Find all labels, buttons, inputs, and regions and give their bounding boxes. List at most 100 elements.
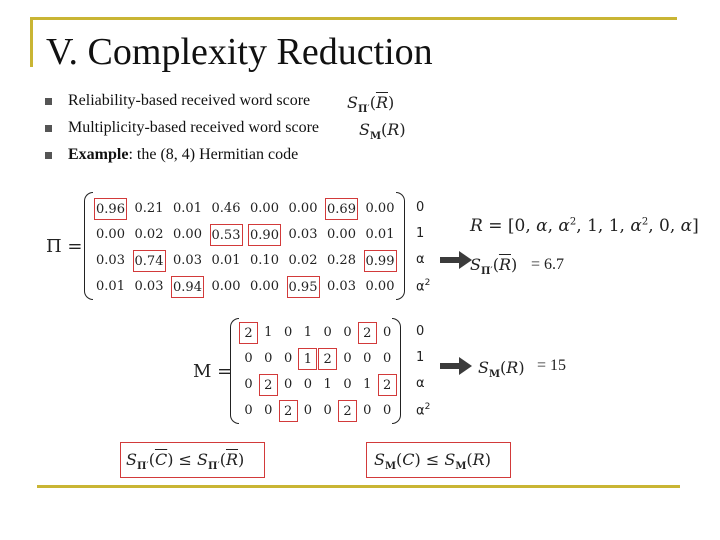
matrix-cell-highlighted: 2 (239, 322, 258, 344)
matrix-cell: 0.03 (327, 279, 356, 294)
matrix-cell-highlighted: 0.96 (94, 198, 127, 220)
bullet-marker (45, 152, 52, 159)
frame-top-line (30, 17, 677, 20)
matrix-cell: 0.00 (96, 227, 125, 242)
pi-right-bracket (396, 192, 405, 300)
row-label: 0 (416, 200, 425, 215)
m-left-bracket (230, 318, 239, 424)
inequality-right: SM(C) ≤ SM(R) (374, 450, 491, 473)
matrix-cell: 0 (343, 377, 352, 392)
bullet-marker (45, 125, 52, 132)
matrix-cell-highlighted: 2 (258, 374, 278, 396)
matrix-cell: 0 (323, 325, 332, 340)
row-label: 1 (416, 350, 425, 365)
inequality-left: SΠ′(C) ≤ SΠ′(R) (126, 450, 245, 473)
pi-score-value: = 6.7 (531, 256, 565, 273)
matrix-cell-highlighted: 2 (338, 400, 357, 422)
arrow-body (440, 257, 460, 263)
matrix-cell: 1 (323, 377, 332, 392)
row-label: 1 (416, 226, 425, 241)
matrix-cell: 0.02 (288, 253, 318, 268)
row-label: α (416, 376, 425, 391)
matrix-cell-highlighted: 0.90 (248, 224, 281, 246)
bullet-2-math: SM(R) (359, 120, 406, 143)
bullet-2-text: Multiplicity-based received word score (68, 119, 320, 136)
matrix-cell: 0.01 (173, 201, 202, 216)
matrix-cell: 0 (363, 403, 372, 418)
matrix-cell-highlighted: 1 (298, 348, 318, 370)
matrix-cell: 0 (244, 377, 253, 392)
matrix-cell: 0 (283, 351, 293, 366)
matrix-cell: 0.03 (288, 227, 318, 242)
matrix-cell-highlighted: 0.53 (209, 224, 243, 246)
matrix-cell: 0 (283, 325, 293, 340)
m-matrix-name: M = (193, 361, 233, 382)
matrix-cell-highlighted: 2 (318, 348, 338, 370)
arrow-body (440, 363, 460, 369)
matrix-cell: 1 (363, 377, 372, 392)
matrix-cell: 0.46 (211, 201, 241, 216)
matrix-cell-highlighted: 0.69 (325, 198, 358, 220)
pi-left-bracket (84, 192, 93, 300)
bullet-3-text: Example: the (8, 4) Hermitian code (68, 146, 298, 164)
frame-bottom-line (37, 485, 680, 488)
inequality-right-box (366, 442, 511, 478)
bullet-3-prefix: Example (68, 146, 129, 163)
matrix-cell: 0.00 (365, 279, 395, 294)
matrix-cell: 0 (244, 403, 253, 418)
matrix-cell: 0.00 (288, 201, 318, 216)
matrix-cell: 0 (382, 403, 392, 418)
received-word: R = [0, α, α2, 1, 1, α2, 0, α] (470, 216, 699, 236)
matrix-cell: 0.01 (96, 279, 125, 294)
matrix-cell: 0.00 (250, 201, 279, 216)
matrix-cell: 0 (264, 351, 273, 366)
matrix-cell-highlighted: 0.95 (286, 276, 320, 298)
matrix-cell-highlighted: 0.99 (363, 250, 397, 272)
matrix-cell: 0 (382, 351, 392, 366)
matrix-cell: 0.00 (211, 279, 241, 294)
frame-left-line (30, 17, 33, 67)
matrix-cell: 0 (244, 351, 253, 366)
matrix-cell-highlighted: 2 (357, 322, 377, 344)
matrix-cell: 0 (363, 351, 372, 366)
matrix-cell: 0.03 (96, 253, 125, 268)
matrix-cell: 0.01 (365, 227, 395, 242)
matrix-cell: 0 (343, 351, 352, 366)
arrow-right-icon (459, 357, 472, 375)
matrix-cell: 0 (264, 403, 273, 418)
matrix-cell: 0 (303, 403, 313, 418)
matrix-cell: 0.02 (134, 227, 164, 242)
matrix-cell: 0.21 (134, 201, 164, 216)
arrow-right-icon (459, 251, 472, 269)
pi-matrix-name: Π = (46, 236, 83, 257)
row-label: α (416, 252, 425, 267)
matrix-cell: 0.00 (250, 279, 279, 294)
slide-title: V. Complexity Reduction (46, 31, 433, 73)
matrix-cell: 0.00 (365, 201, 395, 216)
row-label: 0 (416, 324, 425, 339)
matrix-cell: 0 (323, 403, 332, 418)
matrix-cell: 1 (303, 325, 313, 340)
matrix-cell: 0.10 (250, 253, 279, 268)
bullet-1-text: Reliability-based received word score (68, 92, 311, 109)
m-score-value: = 15 (537, 357, 567, 374)
matrix-cell: 0.03 (173, 253, 202, 268)
matrix-cell: 0.00 (173, 227, 202, 242)
pi-score-label: SΠ′(R) (470, 255, 518, 278)
matrix-cell-highlighted: 2 (278, 400, 298, 422)
matrix-cell: 1 (264, 325, 273, 340)
matrix-cell: 0.01 (211, 253, 241, 268)
matrix-cell-highlighted: 0.74 (132, 250, 166, 272)
matrix-cell-highlighted: 0.94 (171, 276, 204, 298)
matrix-cell: 0 (283, 377, 293, 392)
matrix-cell: 0 (303, 377, 313, 392)
bullet-3-rest: : the (8, 4) Hermitian code (128, 146, 299, 163)
inequality-left-box (120, 442, 265, 478)
row-label: α2 (416, 402, 431, 419)
row-label: α2 (416, 278, 431, 295)
bullet-marker (45, 98, 52, 105)
matrix-cell: 0.03 (134, 279, 164, 294)
bullet-1-math: SΠ′(R) (347, 93, 395, 116)
matrix-cell: 0 (343, 325, 352, 340)
matrix-cell-highlighted: 2 (377, 374, 397, 396)
